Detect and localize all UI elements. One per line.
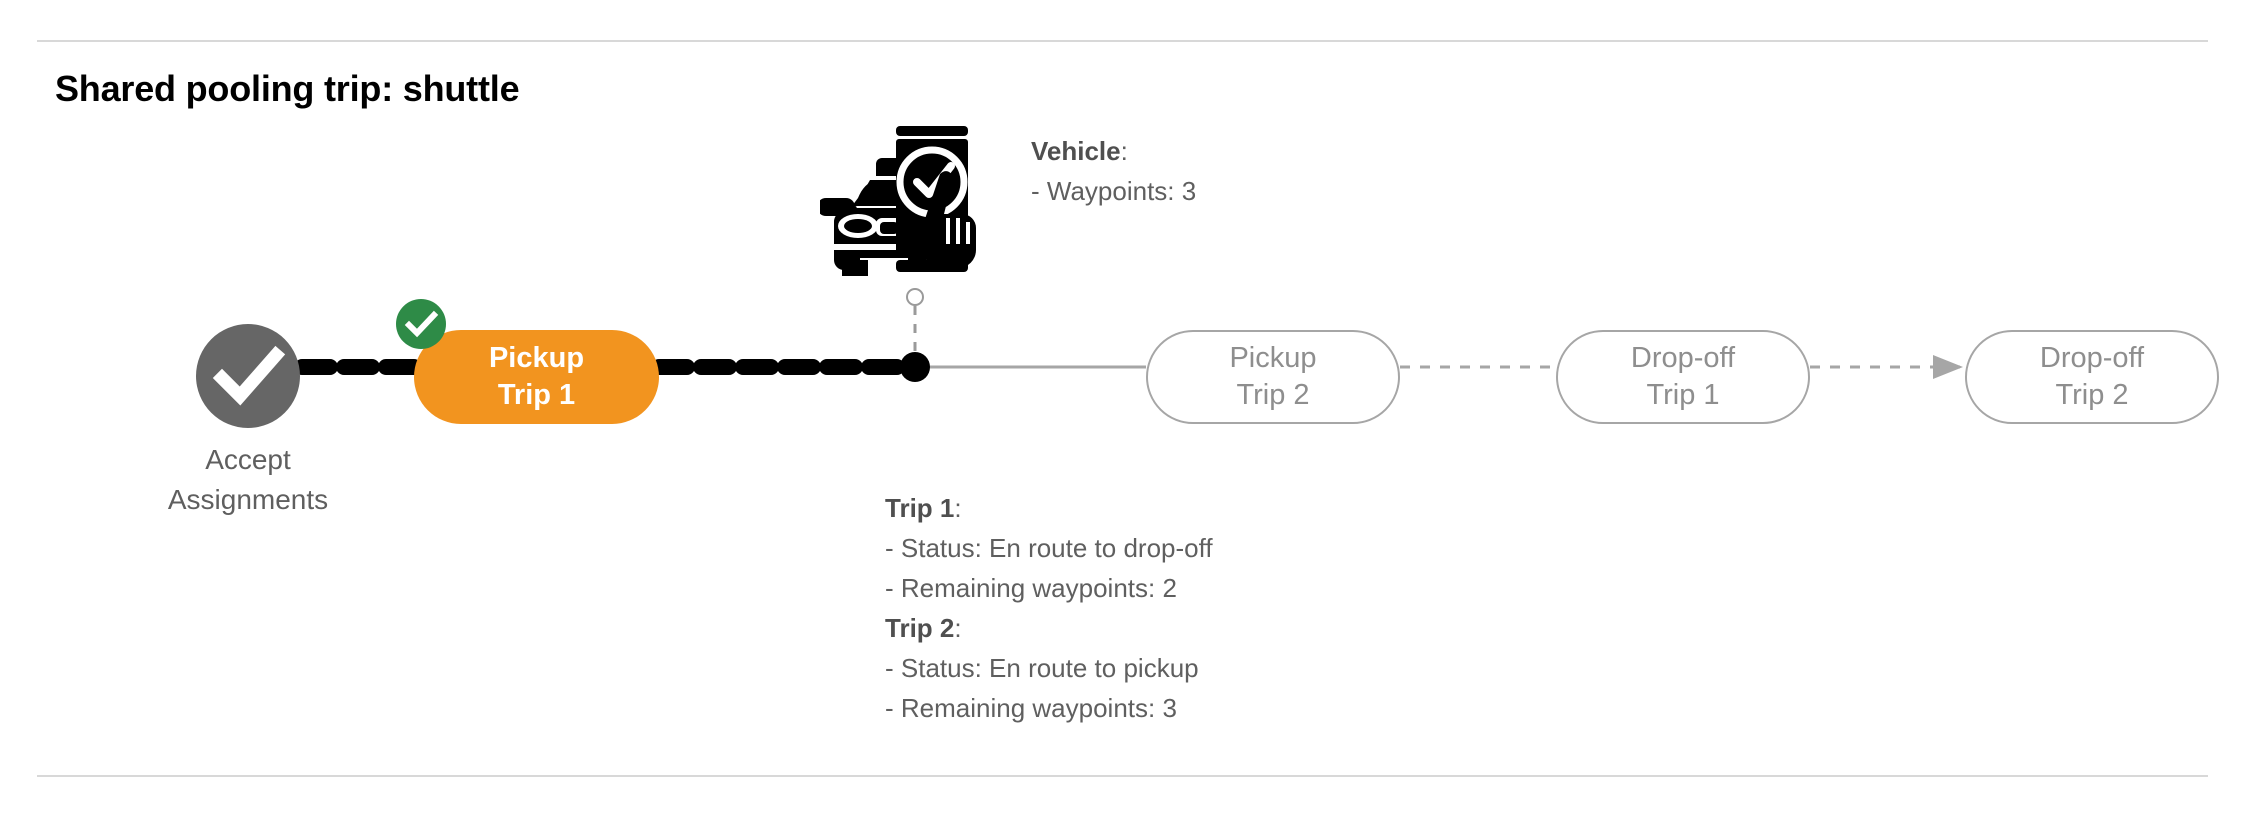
- node-pickup-trip-2[interactable]: Pickup Trip 2: [1146, 330, 1400, 424]
- node-accept-assignments[interactable]: Accept Assignments: [168, 324, 328, 515]
- bottom-divider: [37, 775, 2208, 777]
- accept-assignments-label-line2: Assignments: [167, 484, 329, 515]
- node-dropoff-trip-2[interactable]: Drop-off Trip 2: [1965, 330, 2219, 424]
- trip2-status: - Status: En route to pickup: [885, 653, 1199, 683]
- vehicle-position-dot-icon: [900, 352, 930, 382]
- node-pickup-trip-2-line2: Trip 2: [1236, 379, 1310, 411]
- completed-check-badge: [396, 299, 446, 349]
- trip2-heading: Trip 2:: [885, 608, 1213, 648]
- vehicle-info-waypoints: - Waypoints: 3: [1031, 176, 1197, 206]
- trip2-remaining-waypoints: - Remaining waypoints: 3: [885, 693, 1177, 723]
- node-pickup-trip-2-line1: Pickup: [1229, 342, 1317, 374]
- page-title: Shared pooling trip: shuttle: [55, 68, 520, 109]
- check-badge-icon: [404, 310, 439, 338]
- node-dropoff-trip-1-line2: Trip 1: [1646, 379, 1720, 411]
- check-circle-icon: [212, 345, 286, 406]
- node-pickup-trip-1[interactable]: Pickup Trip 1: [414, 330, 659, 424]
- waypoint-ring-icon: [906, 288, 924, 306]
- top-divider: [37, 40, 2208, 42]
- node-dropoff-trip-1[interactable]: Drop-off Trip 1: [1556, 330, 1810, 424]
- vehicle-info-heading: Vehicle:: [1031, 131, 1196, 171]
- node-pickup-trip-1-line2: Trip 1: [497, 379, 576, 411]
- vehicle-info-heading-text: Vehicle: [1031, 136, 1121, 166]
- trip1-heading-colon: :: [954, 493, 962, 523]
- accept-assignments-circle: [196, 324, 300, 428]
- car-phone-check-icon: [817, 122, 980, 277]
- trip2-heading-text: Trip 2: [885, 613, 955, 643]
- node-dropoff-trip-1-line1: Drop-off: [1630, 342, 1736, 374]
- vehicle-info-block: Vehicle: - Waypoints: 3: [1031, 131, 1196, 211]
- vehicle-info-heading-colon: :: [1120, 136, 1128, 166]
- trips-info-block: Trip 1: - Status: En route to drop-off -…: [885, 488, 1213, 728]
- node-pickup-trip-1-line1: Pickup: [488, 342, 585, 374]
- node-dropoff-trip-2-line1: Drop-off: [2039, 342, 2145, 374]
- accept-assignments-label-line1: Accept: [205, 444, 291, 475]
- node-dropoff-trip-2-line2: Trip 2: [2055, 379, 2129, 411]
- trip1-heading: Trip 1:: [885, 488, 1213, 528]
- trip1-status: - Status: En route to drop-off: [885, 533, 1213, 563]
- trip1-heading-text: Trip 1: [885, 493, 955, 523]
- trip1-remaining-waypoints: - Remaining waypoints: 2: [885, 573, 1177, 603]
- accept-assignments-label: Accept Assignments: [81, 440, 415, 520]
- trip2-heading-colon: :: [954, 613, 962, 643]
